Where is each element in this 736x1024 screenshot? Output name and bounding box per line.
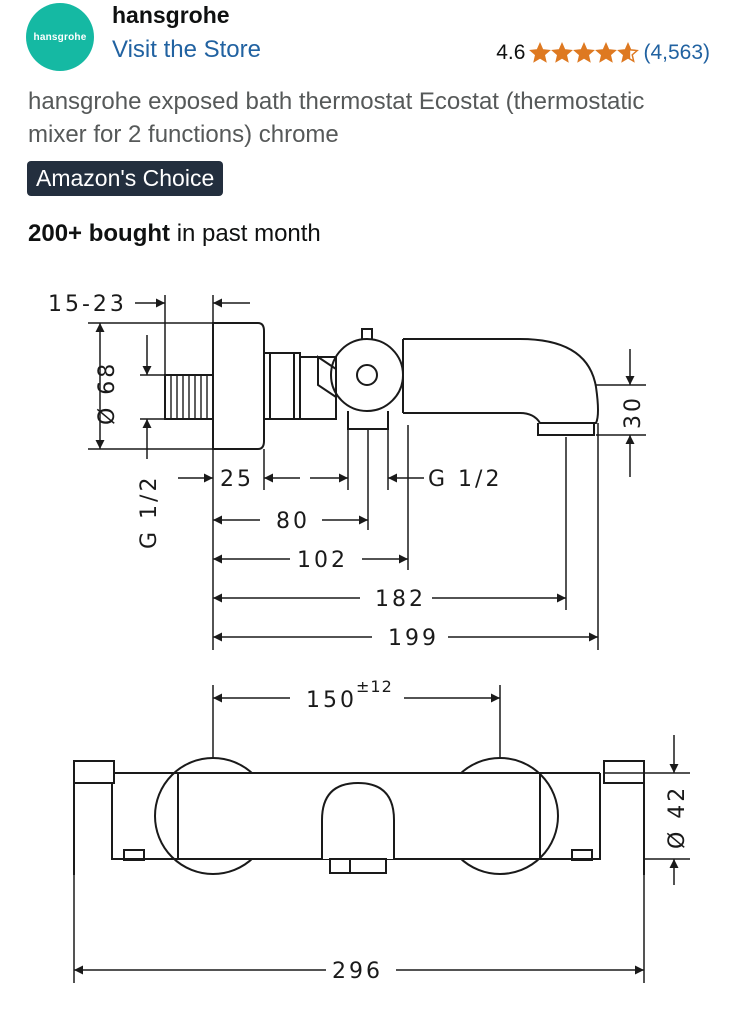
product-title: hansgrohe exposed bath thermostat Ecosta… bbox=[28, 88, 645, 148]
star-rating bbox=[529, 42, 640, 64]
brand-name: hansgrohe bbox=[112, 2, 230, 28]
thread-lines bbox=[170, 375, 208, 419]
star-full-icon bbox=[551, 42, 574, 63]
left-handle bbox=[73, 760, 115, 784]
dim-150: 150 bbox=[306, 688, 357, 713]
cover-disc bbox=[212, 322, 265, 450]
front-spout bbox=[321, 781, 395, 859]
product-technical-drawing[interactable]: 15-23 Ø 68 G 1/2 25 G 1/2 80 102 182 199… bbox=[0, 265, 736, 1024]
visit-store-link[interactable]: Visit the Store bbox=[112, 36, 261, 63]
star-full-icon bbox=[573, 42, 596, 63]
dim-296: 296 bbox=[332, 959, 383, 984]
dim-15-23: 15-23 bbox=[48, 292, 127, 317]
bought-count-bold: 200+ bought bbox=[28, 220, 171, 247]
star-half-icon bbox=[617, 42, 640, 63]
dim-199: 199 bbox=[388, 626, 439, 651]
spout bbox=[403, 338, 599, 424]
mixer-body bbox=[299, 356, 337, 420]
front-spout-outlet bbox=[329, 858, 387, 874]
knob-tip bbox=[361, 328, 373, 339]
amazons-choice-badge: Amazon's Choice bbox=[27, 161, 224, 196]
dim-150-tolerance: ±12 bbox=[356, 677, 393, 696]
knob-center bbox=[356, 364, 378, 386]
dim-dia-68: Ø 68 bbox=[95, 361, 120, 425]
rating-summary[interactable]: 4.6 (4,563) bbox=[496, 40, 710, 66]
star-full-icon bbox=[595, 42, 618, 63]
dim-30: 30 bbox=[621, 395, 646, 429]
dim-g-half-left: G 1/2 bbox=[137, 475, 162, 549]
dim-g-half-right: G 1/2 bbox=[428, 467, 502, 492]
dim-dia-42: Ø 42 bbox=[665, 785, 690, 849]
rating-value: 4.6 bbox=[496, 41, 526, 64]
dim-182: 182 bbox=[375, 587, 426, 612]
bought-count-rest: in past month bbox=[170, 220, 321, 247]
thermostat-knob bbox=[330, 338, 404, 412]
bought-count: 200+ bought in past month bbox=[28, 220, 321, 248]
spout-aerator bbox=[537, 423, 595, 436]
dim-102: 102 bbox=[297, 548, 348, 573]
brand-logo[interactable]: hansgrohe bbox=[26, 3, 94, 71]
dim-80: 80 bbox=[276, 509, 310, 534]
review-count-link[interactable]: (4,563) bbox=[643, 41, 710, 64]
right-handle bbox=[603, 760, 645, 784]
dimension-drawing: 15-23 Ø 68 G 1/2 25 G 1/2 80 102 182 199… bbox=[48, 292, 690, 984]
dim-25: 25 bbox=[220, 467, 254, 492]
star-full-icon bbox=[529, 42, 552, 63]
